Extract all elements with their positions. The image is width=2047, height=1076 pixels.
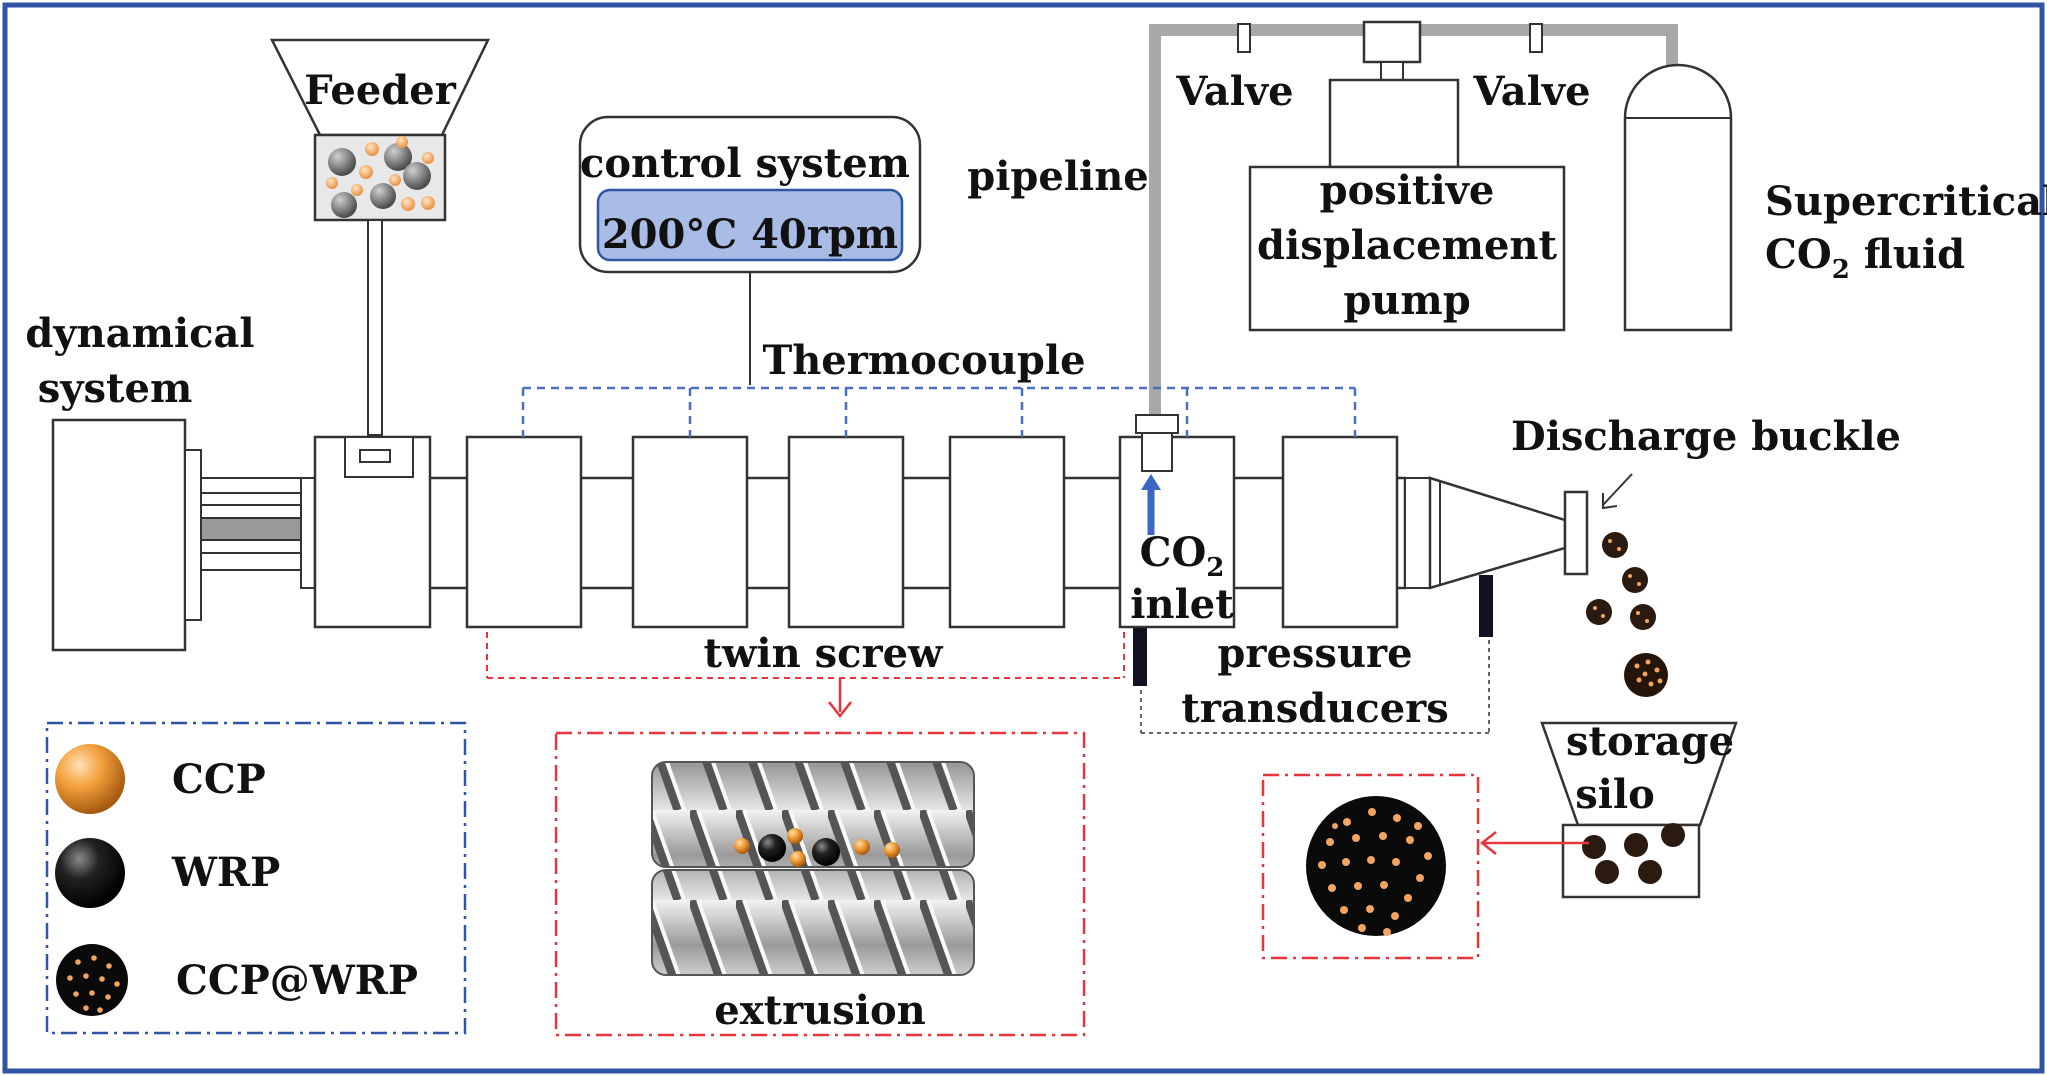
feeder-particles — [326, 136, 435, 218]
co2-tank — [1623, 63, 1733, 332]
feeder-label: Feeder — [304, 67, 457, 114]
legend-label-ccp-wrp: CCP@WRP — [176, 957, 418, 1004]
feeder-tube — [367, 219, 383, 436]
storage-label-line1: storage — [1566, 718, 1734, 765]
legend-label-ccp: CCP — [172, 756, 266, 803]
heating-zone-1 — [465, 435, 583, 629]
legend-label-wrp: WRP — [171, 849, 280, 896]
screw-lower-icon — [651, 869, 975, 976]
feeder: Feeder — [269, 38, 490, 436]
pressure-label-line1: pressure — [1217, 630, 1412, 677]
extruder-barrel: CO2 inlet — [313, 414, 1589, 686]
valve-left-icon — [1237, 23, 1251, 53]
co2-supply: positive displacement pump Valve Valve p… — [967, 20, 2047, 415]
heating-zone-6 — [1281, 435, 1399, 629]
pump-label-line2: displacement — [1257, 222, 1557, 269]
ccp-wrp-particle-large — [1306, 796, 1446, 936]
black-ball-icon — [55, 838, 125, 908]
pump-label-line1: positive — [1320, 167, 1495, 214]
twin-screw-bracket — [486, 632, 1125, 679]
co2-injector-cap — [1135, 414, 1179, 434]
supercritical-label-line2: CO2 fluid — [1765, 231, 1965, 285]
large-particle-dots — [1318, 808, 1432, 936]
extrusion-inset: extrusion — [554, 731, 1086, 1037]
co2-injector — [1141, 432, 1173, 472]
control-system: control system 200°C 40rpm — [578, 115, 922, 385]
supercritical-label-line1: Supercritical — [1765, 178, 2047, 225]
discharge-area: Discharge buckle — [1511, 413, 1901, 697]
pipeline-label: pipeline — [967, 153, 1149, 200]
pump-label-line3: pump — [1343, 277, 1470, 324]
legend: CCP WRP CCP@WRP — [45, 721, 467, 1035]
silo-pellets — [1582, 823, 1685, 884]
screw-particles — [734, 828, 900, 867]
pressure-label-line2: transducers — [1181, 685, 1449, 732]
thermocouple-lines — [521, 386, 1357, 437]
storage-silo: storage silo — [1540, 718, 1738, 899]
pump-body — [1248, 165, 1566, 332]
pressure-bracket — [1140, 640, 1490, 734]
control-values: 200°C 40rpm — [602, 211, 898, 258]
co2-injection-zone — [1118, 435, 1236, 629]
storage-label-line2: silo — [1575, 771, 1655, 818]
control-system-label: control system — [580, 140, 910, 187]
heating-zone-4 — [948, 435, 1066, 629]
pump-neck — [1380, 61, 1404, 81]
discharge-pointer — [1602, 473, 1633, 506]
discharge-buckle-label: Discharge buckle — [1511, 413, 1901, 460]
heating-zone-2 — [631, 435, 749, 629]
valve-right-icon — [1529, 23, 1543, 53]
thermocouple-label: Thermocouple — [762, 337, 1085, 384]
control-display — [596, 188, 904, 262]
dynamical-label-line1: dynamical — [25, 310, 254, 357]
dotted-ball-icon — [56, 944, 128, 1016]
valve-right-label: Valve — [1472, 68, 1590, 115]
pressure-sensor-2 — [1479, 575, 1493, 637]
pump-head — [1362, 20, 1422, 64]
extrusion-label: extrusion — [714, 987, 925, 1034]
pressure-sensor-1 — [1133, 628, 1147, 686]
valve-left-label: Valve — [1175, 68, 1293, 115]
heating-zone-3 — [787, 435, 905, 629]
orange-ball-icon — [55, 744, 125, 814]
dynamical-system: dynamical system — [25, 310, 316, 652]
motor-box — [51, 418, 187, 652]
dynamical-label-line2: system — [38, 365, 193, 412]
inlet-label: inlet — [1130, 581, 1234, 628]
twin-screw-label: twin screw — [704, 630, 945, 677]
co2-inlet-label: CO2 — [1140, 529, 1225, 583]
pump-motor — [1328, 78, 1460, 169]
discharge-buckle — [1563, 490, 1589, 576]
screw-upper-icon — [651, 761, 975, 868]
pellet-dots — [1593, 539, 1663, 687]
product-inset — [1261, 773, 1589, 960]
